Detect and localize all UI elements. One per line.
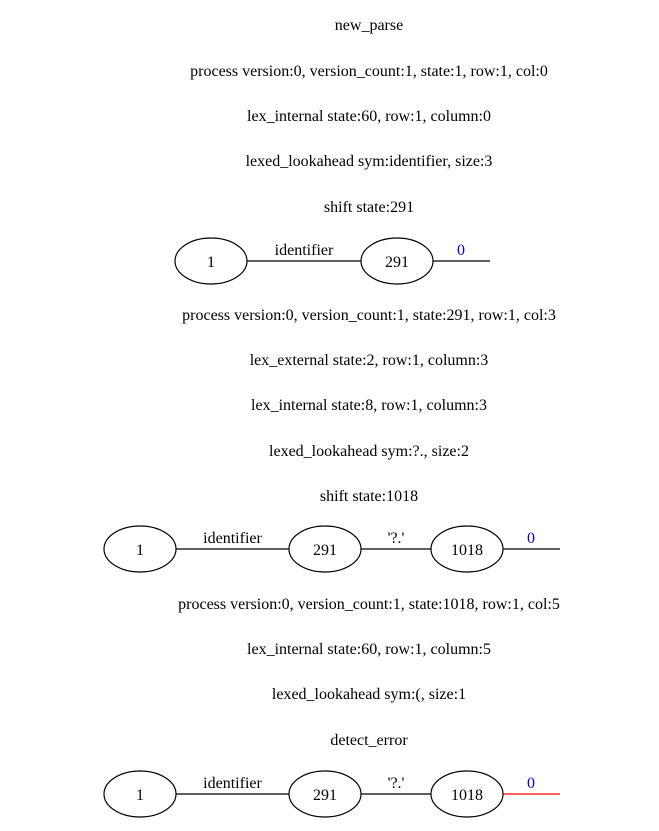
- version-label: 0: [457, 242, 465, 259]
- log-line: lexed_lookahead sym:?., size:2: [269, 443, 469, 460]
- state-node: [103, 525, 177, 573]
- state-node: [288, 525, 362, 573]
- parse-stack-graph: identifier 0 1 291: [174, 237, 490, 285]
- log-line: lex_internal state:60, row:1, column:5: [247, 641, 491, 658]
- state-node: [103, 770, 177, 818]
- state-node-label: 1: [207, 254, 215, 271]
- edge-label: '?.': [388, 530, 405, 547]
- state-node: [360, 237, 434, 285]
- log-line: lex_external state:2, row:1, column:3: [250, 352, 489, 369]
- log-line: shift state:291: [324, 199, 414, 216]
- edge-label: identifier: [275, 242, 334, 259]
- log-line: process version:0, version_count:1, stat…: [182, 307, 556, 324]
- edge-label: identifier: [203, 775, 262, 792]
- parse-stack-graph: identifier '?.' 0 1 291 1018: [103, 525, 560, 573]
- log-line: lex_internal state:8, row:1, column:3: [251, 397, 487, 414]
- state-node-label: 1018: [451, 542, 483, 559]
- state-node-label: 291: [313, 542, 337, 559]
- version-label: 0: [527, 775, 535, 792]
- state-node-label: 291: [385, 254, 409, 271]
- state-node-label: 1: [136, 542, 144, 559]
- state-node-label: 291: [313, 787, 337, 804]
- edge-label: identifier: [203, 530, 262, 547]
- log-line: lex_internal state:60, row:1, column:0: [247, 108, 491, 125]
- log-line: shift state:1018: [320, 488, 418, 505]
- parse-stack-graph: identifier '?.' 0 1 291 1018: [103, 770, 560, 818]
- log-line: lexed_lookahead sym:(, size:1: [272, 686, 466, 703]
- log-line: process version:0, version_count:1, stat…: [190, 63, 548, 80]
- log-line: process version:0, version_count:1, stat…: [178, 596, 560, 613]
- version-label: 0: [527, 530, 535, 547]
- state-node-label: 1018: [451, 787, 483, 804]
- state-node: [430, 770, 504, 818]
- state-node: [288, 770, 362, 818]
- log-line: detect_error: [330, 732, 408, 749]
- state-node: [174, 237, 248, 285]
- state-node-label: 1: [136, 787, 144, 804]
- state-node: [430, 525, 504, 573]
- log-line: new_parse: [335, 17, 403, 34]
- edge-label: '?.': [388, 775, 405, 792]
- log-line: lexed_lookahead sym:identifier, size:3: [246, 153, 493, 170]
